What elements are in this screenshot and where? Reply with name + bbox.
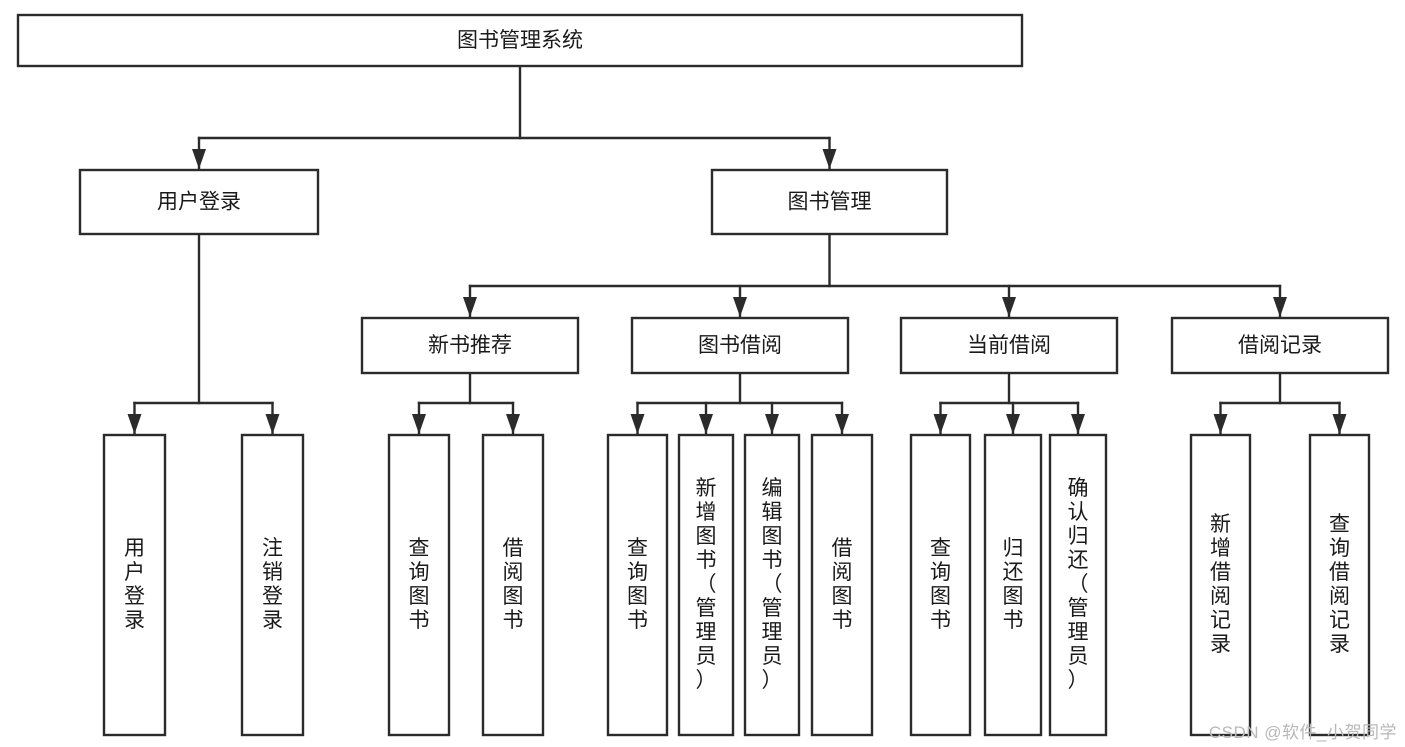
node-box [743, 433, 801, 737]
node-label: 编辑图书（管理员） [762, 477, 783, 692]
arrow-head [1006, 414, 1020, 434]
node-box [481, 433, 545, 737]
connector-root [192, 64, 837, 171]
arrow-head [1273, 297, 1287, 317]
node-l3-borrow-record[interactable]: 借阅记录 [1170, 316, 1390, 375]
node-label: 查询借阅记录 [1329, 513, 1350, 656]
node-box [1189, 433, 1252, 737]
node-l3-book-borrow[interactable]: 图书借阅 [630, 316, 850, 375]
node-leaf-add-book[interactable]: 新增图书（管理员） [677, 433, 735, 737]
node-label: 图书借阅 [698, 334, 782, 357]
node-box [677, 433, 735, 737]
node-label: 图书管理系统 [457, 29, 583, 52]
node-layer: 图书管理系统用户登录图书管理新书推荐图书借阅当前借阅借阅记录用户登录注销登录查询… [16, 13, 1390, 737]
node-box [1048, 433, 1108, 737]
node-leaf-query-record[interactable]: 查询借阅记录 [1308, 433, 1371, 737]
arrow-head [192, 149, 206, 169]
node-label: 新增图书（管理员） [696, 477, 717, 692]
arrow-head [630, 414, 645, 434]
connector-l3-current-borrow [933, 371, 1085, 436]
node-l3-new-book-rec[interactable]: 新书推荐 [360, 316, 580, 375]
node-leaf-confirm-return[interactable]: 确认归还（管理员） [1048, 433, 1108, 737]
connector-l3-borrow-record [1213, 371, 1347, 436]
connector-l3-book-borrow [630, 371, 849, 436]
node-label: 用户登录 [157, 191, 241, 214]
node-box [1308, 433, 1371, 737]
arrow-head [765, 414, 779, 434]
node-box [240, 433, 305, 737]
arrow-head [265, 414, 280, 434]
node-l2-user-login[interactable]: 用户登录 [78, 168, 320, 236]
arrow-head [835, 414, 849, 434]
node-box [899, 316, 1119, 375]
arrow-head [1213, 414, 1228, 434]
node-root[interactable]: 图书管理系统 [16, 13, 1024, 68]
connector-l3-new-book-rec [412, 371, 520, 436]
arrow-head [822, 149, 837, 169]
node-box [16, 13, 1024, 68]
node-leaf-query-book-3[interactable]: 查询图书 [909, 433, 972, 737]
arrow-head [506, 414, 520, 434]
node-leaf-edit-book[interactable]: 编辑图书（管理员） [743, 433, 801, 737]
node-box [909, 433, 972, 737]
node-label: 查询图书 [930, 537, 951, 632]
node-leaf-return-book[interactable]: 归还图书 [983, 433, 1043, 737]
connector-layer [127, 64, 1347, 436]
node-leaf-borrow-book-1[interactable]: 借阅图书 [481, 433, 545, 737]
arrow-head [412, 414, 426, 434]
node-label: 确认归还（管理员） [1068, 477, 1089, 692]
node-label: 图书管理 [788, 191, 872, 214]
node-l3-current-borrow[interactable]: 当前借阅 [899, 316, 1119, 375]
node-box [630, 316, 850, 375]
node-label: 注销登录 [262, 537, 283, 632]
node-leaf-logout[interactable]: 注销登录 [240, 433, 305, 737]
node-l2-book-manage[interactable]: 图书管理 [710, 168, 949, 236]
node-box [78, 168, 320, 236]
node-label: 借阅图书 [832, 537, 853, 632]
node-leaf-add-record[interactable]: 新增借阅记录 [1189, 433, 1252, 737]
arrow-head [933, 414, 948, 434]
node-leaf-query-book-2[interactable]: 查询图书 [606, 433, 669, 737]
node-label: 查询图书 [409, 537, 430, 632]
node-label: 新增借阅记录 [1210, 513, 1231, 656]
arrow-head [1071, 414, 1085, 434]
arrow-head [733, 297, 747, 317]
connector-l2-book-manage [463, 232, 1287, 319]
arrow-head [1002, 297, 1016, 317]
node-box [983, 433, 1043, 737]
arrow-head [699, 414, 713, 434]
node-box [810, 433, 874, 737]
node-label: 归还图书 [1003, 537, 1024, 632]
node-label: 新书推荐 [428, 334, 512, 357]
node-leaf-borrow-book-2[interactable]: 借阅图书 [810, 433, 874, 737]
arrow-head [463, 297, 477, 317]
node-leaf-query-book-1[interactable]: 查询图书 [387, 433, 451, 737]
node-box [387, 433, 451, 737]
node-label: 用户登录 [124, 537, 145, 632]
arrow-head [1332, 414, 1347, 434]
node-label: 当前借阅 [967, 334, 1051, 357]
node-label: 查询图书 [627, 537, 648, 632]
node-box [102, 433, 167, 737]
arrow-head [127, 414, 142, 434]
csdn-watermark: CSDN @软件_小贺同学 [1208, 723, 1397, 742]
node-label: 借阅记录 [1238, 334, 1322, 357]
connector-l2-user-login [127, 232, 280, 436]
node-box [360, 316, 580, 375]
node-label: 借阅图书 [503, 537, 524, 632]
node-leaf-user-login[interactable]: 用户登录 [102, 433, 167, 737]
node-box [710, 168, 949, 236]
node-box [1170, 316, 1390, 375]
node-box [606, 433, 669, 737]
